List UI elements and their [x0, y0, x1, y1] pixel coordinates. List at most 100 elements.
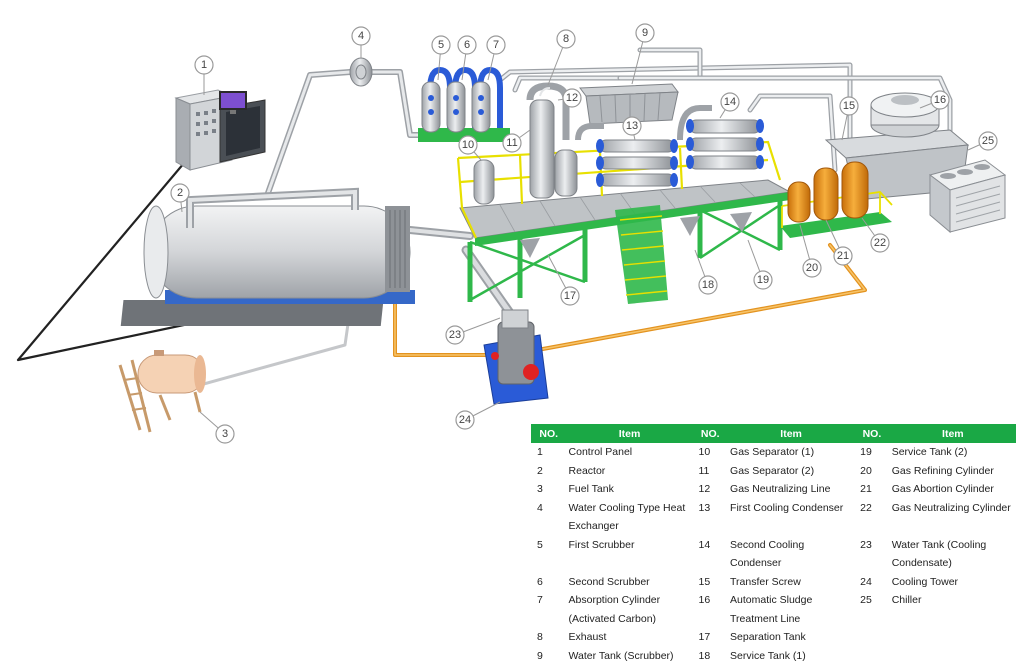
legend-header-no: NO. [692, 424, 728, 443]
legend-item: Gas Abortion Cylinder [890, 480, 1016, 499]
legend-number: 20 [854, 462, 890, 481]
callout-19: 19 [748, 240, 772, 289]
legend-number: 10 [692, 443, 728, 462]
callout-17: 17 [548, 255, 579, 305]
legend-item: Chiller [890, 591, 1016, 628]
legend-number: 2 [531, 462, 567, 481]
legend-item: Transfer Screw [728, 573, 854, 592]
legend-number: 15 [692, 573, 728, 592]
legend-number: 3 [531, 480, 567, 499]
cooling-tower [871, 93, 939, 137]
callout-number: 24 [459, 414, 471, 426]
callout-4: 4 [352, 27, 370, 58]
legend-item: Cooling Tower [890, 573, 1016, 592]
legend-item [890, 628, 1016, 647]
legend-item: Gas Refining Cylinder [890, 462, 1016, 481]
heat-exchanger [350, 58, 372, 86]
sludge-treatment [484, 310, 548, 404]
callout-number: 15 [843, 100, 855, 112]
legend-item: Water Tank (Scrubber) [567, 647, 693, 665]
legend-number: 13 [692, 499, 728, 536]
legend-header-row: NO. Item NO. Item NO. Item [531, 424, 1016, 443]
callout-number: 19 [757, 274, 769, 286]
legend-number: 12 [692, 480, 728, 499]
callout-number: 3 [222, 428, 228, 440]
callout-3: 3 [200, 412, 234, 443]
callout-number: 13 [626, 120, 638, 132]
callout-24: 24 [456, 402, 500, 429]
legend-item: Exhaust [567, 628, 693, 647]
callout-number: 17 [564, 290, 576, 302]
callout-1: 1 [195, 56, 213, 95]
legend-item: Service Tank (2) [890, 443, 1016, 462]
callout-number: 22 [874, 237, 886, 249]
callout-13: 13 [623, 117, 641, 140]
legend-number: 7 [531, 591, 567, 628]
callout-number: 5 [438, 39, 444, 51]
legend-item: Fuel Tank [567, 480, 693, 499]
callout-number: 7 [493, 39, 499, 51]
fuel-tank [120, 350, 206, 432]
legend-number: 1 [531, 443, 567, 462]
legend-item: Separation Tank [728, 628, 854, 647]
callout-number: 9 [642, 27, 648, 39]
legend-item: Water Cooling Type Heat Exchanger [567, 499, 693, 536]
legend-number: 23 [854, 536, 890, 573]
legend-item: Second Scrubber [567, 573, 693, 592]
legend-number [854, 628, 890, 647]
legend-item: Absorption Cylinder (Activated Carbon) [567, 591, 693, 628]
callout-23: 23 [446, 318, 500, 344]
legend-item: First Scrubber [567, 536, 693, 573]
reactor [121, 192, 415, 326]
callout-number: 20 [806, 262, 818, 274]
callout-number: 1 [201, 59, 207, 71]
callout-number: 25 [982, 135, 994, 147]
legend-number [854, 647, 890, 665]
legend-item: Gas Neutralizing Line [728, 480, 854, 499]
callout-number: 11 [506, 137, 517, 149]
callout-number: 2 [177, 187, 183, 199]
callout-number: 12 [566, 92, 578, 104]
legend-item: First Cooling Condenser [728, 499, 854, 536]
legend-number: 18 [692, 647, 728, 665]
legend-header-no: NO. [854, 424, 890, 443]
legend-item: Reactor [567, 462, 693, 481]
legend-number: 5 [531, 536, 567, 573]
legend-number: 8 [531, 628, 567, 647]
legend-item: Service Tank (1) [728, 647, 854, 665]
callout-number: 21 [837, 250, 849, 262]
legend-item: Automatic Sludge Treatment Line [728, 591, 854, 628]
callout-number: 14 [724, 96, 736, 108]
scrubbers [418, 70, 510, 142]
legend-number: 6 [531, 573, 567, 592]
legend-number: 9 [531, 647, 567, 665]
legend-header-no: NO. [531, 424, 567, 443]
callout-number: 6 [464, 39, 470, 51]
callout-number: 4 [358, 30, 364, 42]
legend-item: Gas Neutralizing Cylinder [890, 499, 1016, 536]
callout-number: 16 [934, 94, 946, 106]
callout-25: 25 [968, 132, 997, 150]
legend-number: 16 [692, 591, 728, 628]
legend-header-item: Item [890, 424, 1016, 443]
legend-number: 21 [854, 480, 890, 499]
legend-item: Control Panel [567, 443, 693, 462]
control-panel [176, 90, 265, 170]
callout-number: 23 [449, 329, 461, 341]
legend-header-item: Item [567, 424, 693, 443]
legend-number: 25 [854, 591, 890, 628]
legend-header-item: Item [728, 424, 854, 443]
callout-9: 9 [632, 24, 654, 84]
legend-item [890, 647, 1016, 665]
callout-number: 8 [563, 33, 569, 45]
legend-item: Gas Separator (1) [728, 443, 854, 462]
